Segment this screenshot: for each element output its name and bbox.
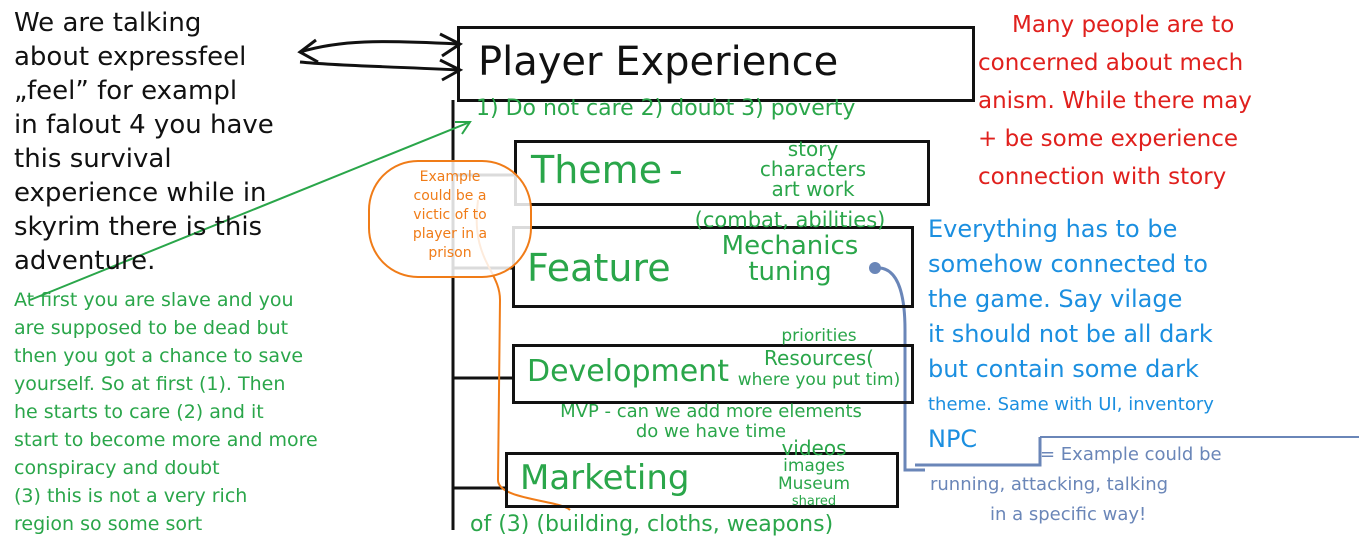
orange-example-note: Example could be a victic of to player i… [368, 160, 532, 278]
marketing-box: Marketing videos images Museum shared [505, 438, 899, 509]
story-line: At first you are slave and you [14, 289, 294, 311]
blue-note-line: the game. Say vilage [928, 285, 1183, 313]
theme-dash: - [669, 148, 683, 192]
steel-example-note: = Example could be running, attacking, t… [930, 440, 1358, 530]
steel-note-line: = Example could be [1040, 444, 1222, 465]
left-note: We are talking about expressfeel „feel” … [14, 6, 314, 278]
blue-note-line: it should not be all dark [928, 320, 1213, 348]
blue-note-line: somehow connected to [928, 250, 1208, 278]
theme-detail: art work [771, 177, 855, 201]
theme-label: Theme [531, 148, 663, 192]
player-experience-title: Player Experience [478, 39, 839, 85]
blue-note-line: but contain some dark [928, 355, 1199, 383]
player-experience-box: Player Experience [457, 26, 975, 102]
red-note-line: concerned about mech [978, 50, 1244, 76]
left-note-line: skyrim there is this [14, 212, 263, 242]
left-note-line: about expressfeel [14, 42, 247, 72]
blue-note-line: Everything has to be [928, 215, 1178, 243]
blue-note-line: NPC [928, 425, 978, 453]
theme-box: Theme - story characters art work [514, 139, 930, 206]
mvp-note: MVP - can we add more elements do we hav… [515, 402, 907, 442]
story-line: conspiracy and doubt [14, 457, 220, 479]
story-note: At first you are slave and you are suppo… [14, 286, 454, 538]
red-note: Many people are to concerned about mech … [978, 6, 1353, 196]
left-note-line: this survival [14, 144, 172, 174]
theme-details: story characters art work [713, 139, 913, 199]
orange-note-line: prison [428, 245, 472, 261]
orange-note-line: victic of to [413, 207, 487, 223]
feature-detail: Mechanics [721, 231, 859, 261]
orange-note-line: could be a [413, 188, 487, 204]
development-details: priorities Resources( where you put tim) [721, 325, 917, 391]
red-note-line: anism. While there may [978, 88, 1252, 114]
red-note-line: Many people are to [1012, 12, 1235, 38]
story-line: then you got a chance to save [14, 345, 304, 367]
left-note-line: experience while in [14, 178, 267, 208]
steel-note-line: in a specific way! [990, 504, 1147, 525]
story-line: start to become more and more [14, 429, 318, 451]
story-line: region so some sort [14, 513, 203, 535]
left-note-line: adventure. [14, 246, 156, 276]
story-line: he starts to care (2) and it [14, 401, 264, 423]
development-label: Development [527, 354, 729, 389]
marketing-detail: images [783, 456, 845, 476]
marketing-detail: shared [791, 494, 837, 509]
blue-note-line: theme. Same with UI, inventory [928, 394, 1214, 415]
mvp-line: do we have time [635, 421, 787, 442]
orange-note-line: player in a [412, 226, 488, 242]
feature-detail: tuning [748, 257, 832, 287]
red-note-line: connection with story [978, 164, 1227, 190]
development-detail: Resources( [764, 346, 874, 370]
red-note-line: + be some experience [978, 120, 1353, 158]
levels-note: 1) Do not care 2) doubt 3) poverty [476, 96, 856, 121]
steel-note-line: running, attacking, talking [930, 474, 1169, 495]
theme-detail: story [787, 137, 839, 161]
mvp-line: MVP - can we add more elements [560, 401, 862, 422]
theme-detail: characters [759, 157, 867, 181]
plus-sign: + [978, 126, 1005, 152]
feature-detail: (combat, abilities) [694, 208, 886, 232]
bottom-note: of (3) (building, cloths, weapons) [470, 512, 834, 537]
marketing-label: Marketing [520, 458, 690, 498]
red-note-line-text: be some experience [1004, 126, 1239, 152]
blue-note: Everything has to be somehow connected t… [928, 212, 1356, 457]
feature-box: Feature (combat, abilities) Mechanics tu… [512, 208, 914, 308]
story-line: are supposed to be dead but [14, 317, 289, 339]
marketing-detail: videos [781, 436, 847, 460]
feature-label: Feature [527, 246, 671, 290]
story-line: (3) this is not a very rich [14, 485, 248, 507]
marketing-details: videos images Museum shared [734, 436, 894, 511]
left-note-line: in falout 4 you have [14, 110, 274, 140]
development-box: Development priorities Resources( where … [512, 326, 914, 404]
left-note-line: We are talking [14, 8, 202, 38]
story-line: yourself. So at first (1). Then [14, 373, 286, 395]
marketing-detail: Museum [777, 474, 851, 494]
orange-note-line: Example [419, 169, 481, 185]
development-detail: where you put tim) [737, 370, 901, 390]
development-detail: priorities [781, 326, 857, 346]
left-note-line: „feel” for exampl [14, 76, 238, 106]
feature-details: (combat, abilities) Mechanics tuning [665, 207, 915, 285]
